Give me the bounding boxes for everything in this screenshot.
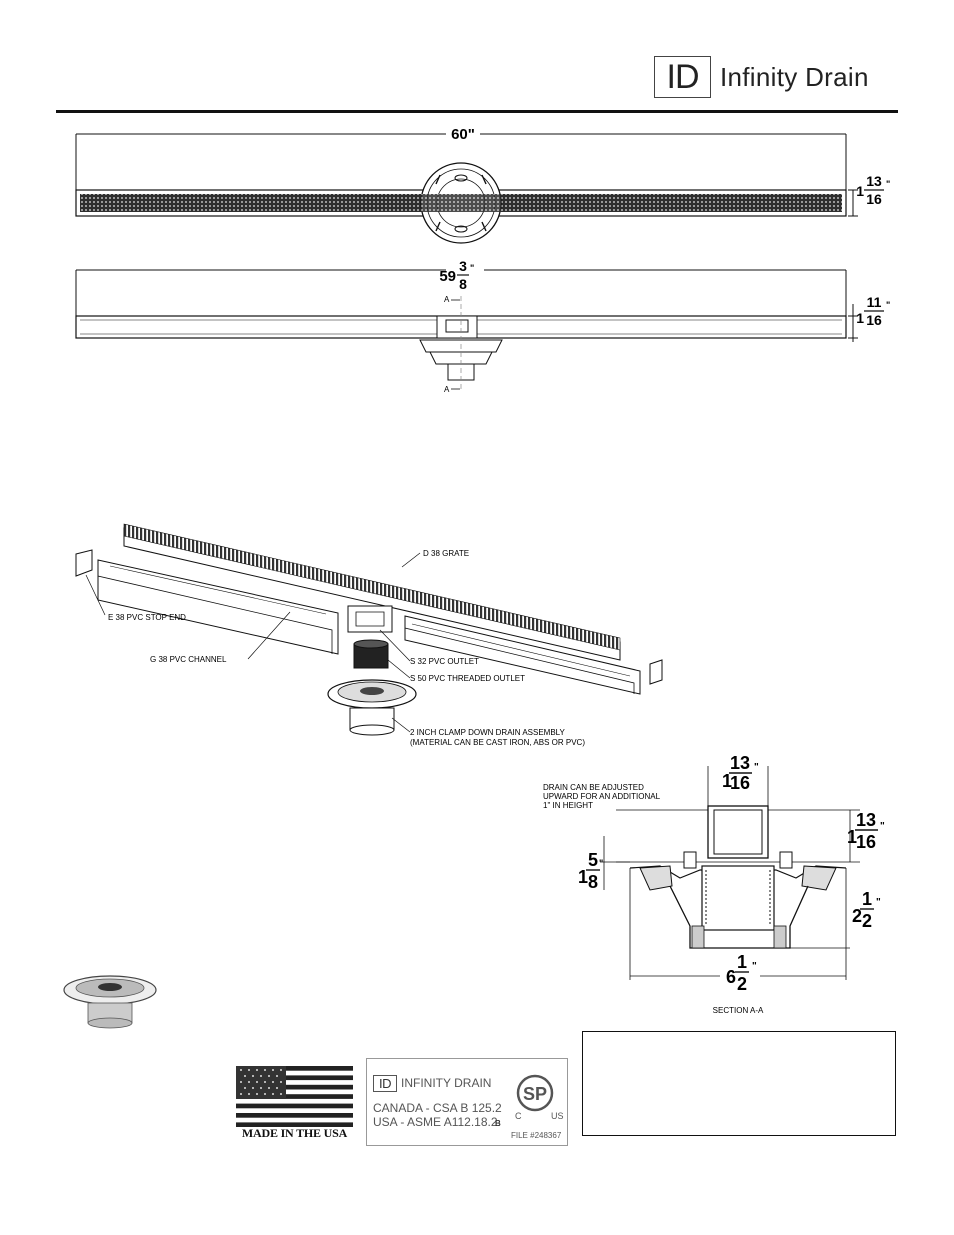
cert-file-number: FILE #248367 [511, 1131, 562, 1140]
logo-mark: ID [654, 56, 711, 98]
callout-pvc-outlet: S 32 PVC OUTLET [410, 657, 479, 666]
side-height-unit: " [886, 300, 890, 310]
callout-clamp-drain: 2 INCH CLAMP DOWN DRAIN ASSEMBLY [410, 728, 566, 737]
right-height-den: 16 [856, 832, 876, 852]
side-length-whole: 59 [439, 268, 456, 285]
left-height-den: 8 [588, 872, 598, 892]
header-rule [56, 110, 898, 113]
side-height-den: 16 [866, 312, 882, 328]
right-height-num: 13 [856, 810, 876, 830]
top-width-num: 13 [730, 753, 750, 773]
top-view: 60" 1 13 16 " [75, 126, 890, 244]
top-width-den: 16 [730, 773, 750, 793]
side-length-unit: " [470, 263, 474, 273]
made-in-usa-label: MADE IN THE USA [241, 1126, 348, 1140]
callout-grate: D 38 GRATE [423, 549, 469, 558]
base-width-den: 2 [737, 974, 747, 994]
side-height-whole: 1 [856, 310, 864, 326]
callout-threaded-outlet: S 50 PVC THREADED OUTLET [410, 674, 525, 683]
callout-stop-end: E 38 PVC STOP END [108, 613, 186, 622]
info-box [582, 1031, 896, 1136]
side-height-num: 11 [867, 294, 882, 310]
section-note-1: DRAIN CAN BE ADJUSTED [543, 783, 644, 792]
top-height-den: 16 [866, 191, 882, 207]
cert-b-mark: B [495, 1119, 501, 1128]
top-width-unit: " [754, 762, 759, 773]
cert-line-usa: USA - ASME A112.18.2 [373, 1115, 498, 1129]
top-height-whole: 1 [856, 183, 864, 199]
cert-logo-mark: ID [373, 1075, 397, 1092]
right-height-unit: " [880, 821, 885, 832]
usa-flag-icon [236, 1066, 353, 1127]
drain-thumbnail [63, 975, 157, 1029]
top-length-label: 60" [451, 126, 475, 143]
callout-channel: G 38 PVC CHANNEL [150, 655, 227, 664]
base-width-unit: " [752, 961, 757, 972]
section-caption: SECTION A-A [713, 1006, 764, 1015]
right-height-whole: 1 [847, 827, 857, 847]
base-width-num: 1 [737, 952, 747, 972]
section-marker-bottom: A [444, 385, 450, 394]
certification-badge: ID INFINITY DRAIN CANADA - CSA B 125.2 U… [366, 1058, 568, 1146]
body-height-den: 2 [862, 911, 872, 931]
section-note-3: 1" IN HEIGHT [543, 801, 593, 810]
section-note-2: UPWARD FOR AN ADDITIONAL [543, 792, 661, 801]
side-length-num: 3 [459, 258, 467, 274]
left-height-unit: " [599, 858, 603, 868]
cert-c: C [515, 1111, 522, 1121]
body-height-whole: 2 [852, 906, 862, 926]
callout-material: (MATERIAL CAN BE CAST IRON, ABS OR PVC) [410, 738, 585, 747]
csa-mark-text: SP [523, 1084, 547, 1104]
side-view: 59 3 8 " A A 1 11 16 " [75, 258, 890, 394]
top-width-whole: 1 [722, 771, 732, 791]
top-height-num: 13 [866, 173, 882, 189]
left-height-num: 5 [588, 850, 598, 870]
top-height-unit: " [886, 179, 890, 189]
left-height-whole: 1 [578, 867, 588, 887]
brand-name: Infinity Drain [720, 62, 869, 92]
cert-brand: INFINITY DRAIN [401, 1076, 492, 1090]
body-height-num: 1 [862, 889, 872, 909]
side-length-den: 8 [459, 276, 467, 292]
base-width-whole: 6 [726, 967, 736, 987]
section-view: DRAIN CAN BE ADJUSTED UPWARD FOR AN ADDI… [543, 753, 885, 1015]
cert-us: US [551, 1111, 564, 1121]
cert-line-canada: CANADA - CSA B 125.2 [373, 1101, 502, 1115]
csa-mark-icon: SP [516, 1074, 554, 1112]
body-height-unit: " [876, 897, 881, 908]
exploded-view: D 38 GRATE E 38 PVC STOP END G 38 PVC CH… [75, 523, 663, 747]
section-marker-top: A [444, 295, 450, 304]
